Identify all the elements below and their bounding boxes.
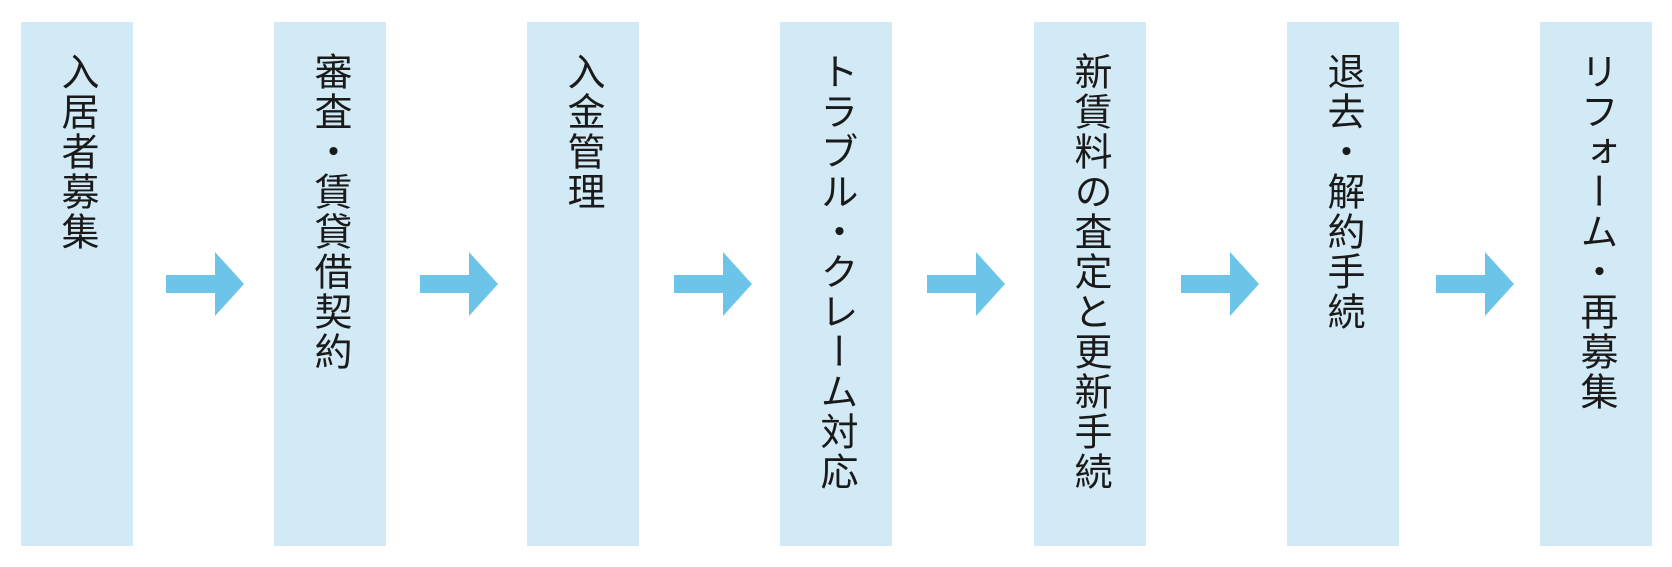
step-box-7: リフォーム・再募集 <box>1540 22 1652 546</box>
step-box-6: 退去・解約手続 <box>1287 22 1399 546</box>
step-box-4: トラブル・クレーム対応 <box>780 22 892 546</box>
step-label-7: リフォーム・再募集 <box>1574 52 1618 412</box>
step-box-3: 入金管理 <box>527 22 639 546</box>
step-box-1: 入居者募集 <box>21 22 133 546</box>
arrow-right-icon <box>420 252 498 316</box>
step-label-3: 入金管理 <box>561 52 605 212</box>
step-label-1: 入居者募集 <box>55 52 99 252</box>
arrow-right-icon <box>674 252 752 316</box>
step-label-5: 新賃料の査定と更新手続 <box>1068 52 1112 492</box>
step-box-2: 審査・賃貸借契約 <box>274 22 386 546</box>
arrow-right-icon <box>1181 252 1259 316</box>
step-label-4: トラブル・クレーム対応 <box>814 52 858 492</box>
arrow-right-icon <box>927 252 1005 316</box>
step-box-5: 新賃料の査定と更新手続 <box>1034 22 1146 546</box>
step-label-2: 審査・賃貸借契約 <box>308 52 352 372</box>
arrow-right-icon <box>1436 252 1514 316</box>
step-label-6: 退去・解約手続 <box>1321 52 1365 332</box>
arrow-right-icon <box>166 252 244 316</box>
